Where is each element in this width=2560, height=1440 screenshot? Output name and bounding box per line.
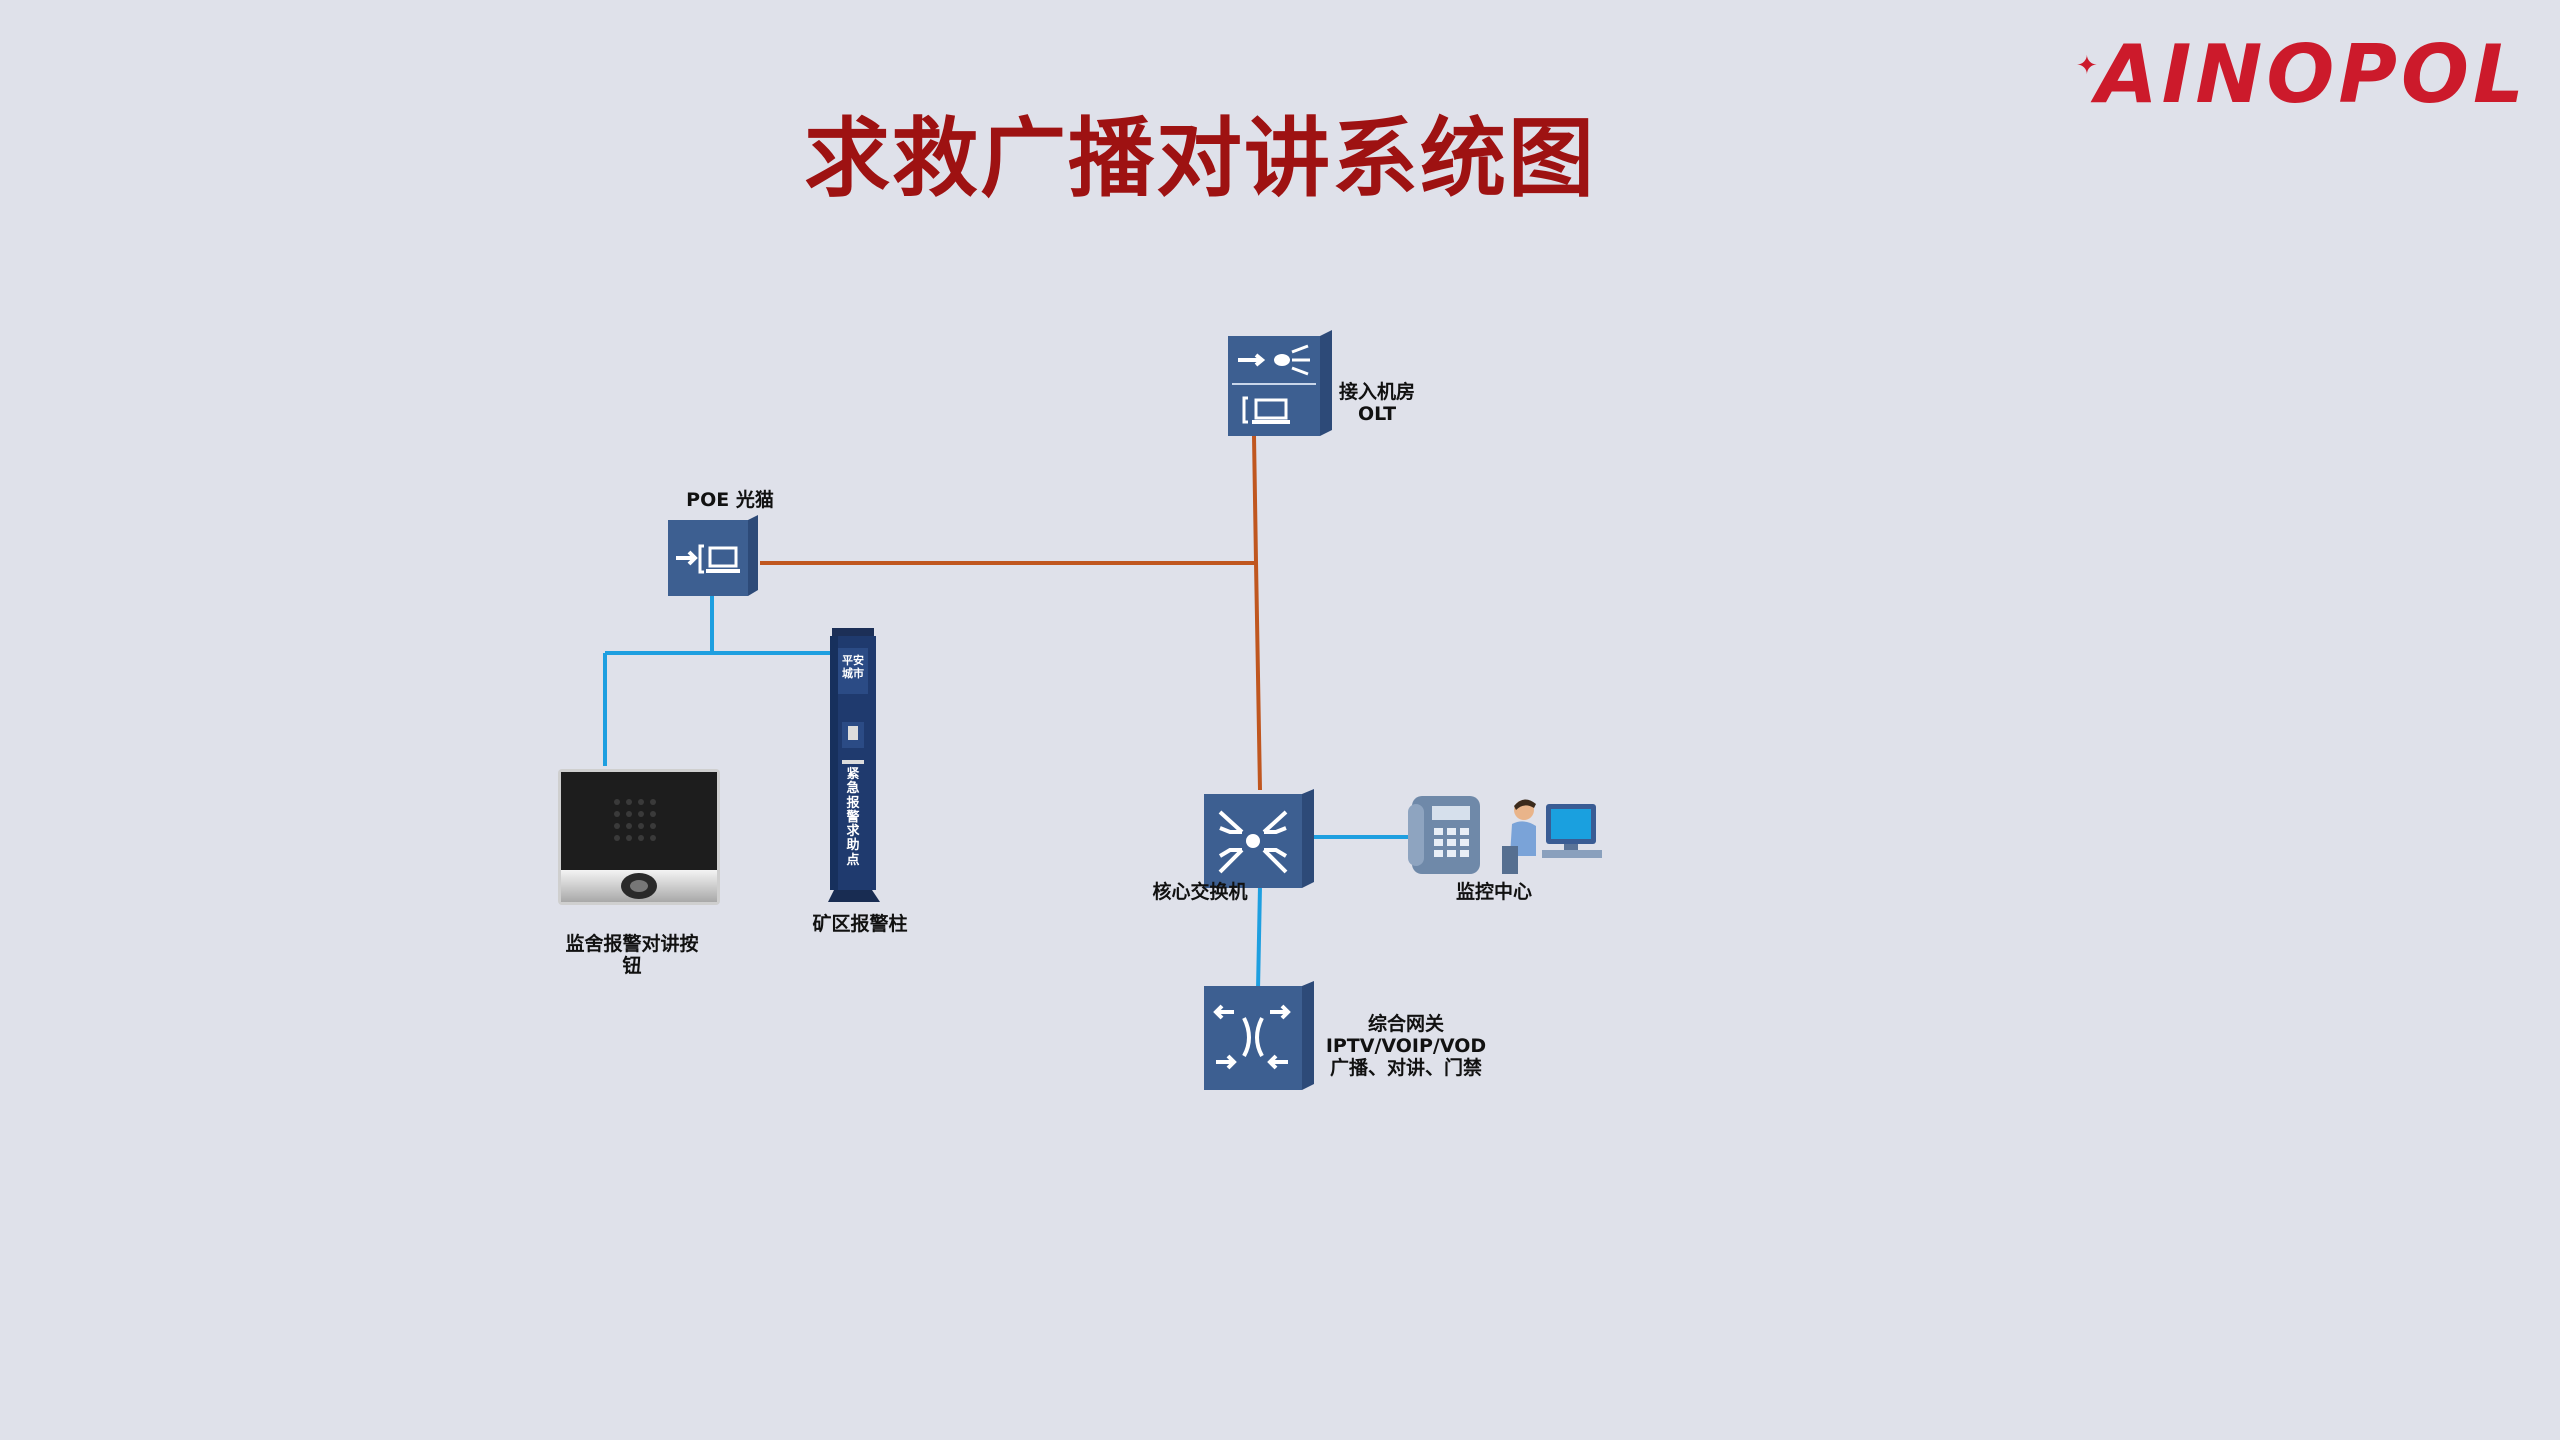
fiber-lines — [760, 435, 1262, 791]
phone-operator-icon — [1408, 796, 1602, 874]
poe-modem-label: POE 光猫 — [686, 489, 774, 511]
eth-switch-to-gateway — [1256, 885, 1262, 991]
brand-logo: ✦AINOPOL — [2075, 28, 2528, 121]
core-switch-icon — [1204, 789, 1314, 888]
olt-icon — [1228, 330, 1332, 436]
page-title: 求救广播对讲系统图 — [804, 109, 1596, 209]
modem-icon — [668, 515, 758, 596]
olt-label: 接入机房 OLT — [1338, 381, 1415, 425]
intercom-panel-icon — [558, 769, 720, 905]
fiber-olt-to-switch — [1252, 435, 1262, 791]
core-switch-label: 核心交换机 — [1152, 881, 1248, 903]
alarm-pillar-icon — [828, 628, 880, 902]
gateway-icon — [1204, 981, 1314, 1090]
monitor-center-label: 监控中心 — [1455, 881, 1532, 903]
alarm-pillar-label: 矿区报警柱 — [812, 913, 908, 935]
ethernet-lines — [603, 592, 1408, 991]
intercom-button-label: 监舍报警对讲按 钮 — [565, 933, 699, 977]
pillar-text-body: 紧急报警求助点 — [846, 767, 860, 868]
gateway-label: 综合网关 IPTV/VOIP/VOD 广播、对讲、门禁 — [1325, 1013, 1487, 1079]
pillar-text-top: 平安 城市 — [842, 654, 864, 681]
logo-text: AINOPOL — [2095, 28, 2528, 121]
